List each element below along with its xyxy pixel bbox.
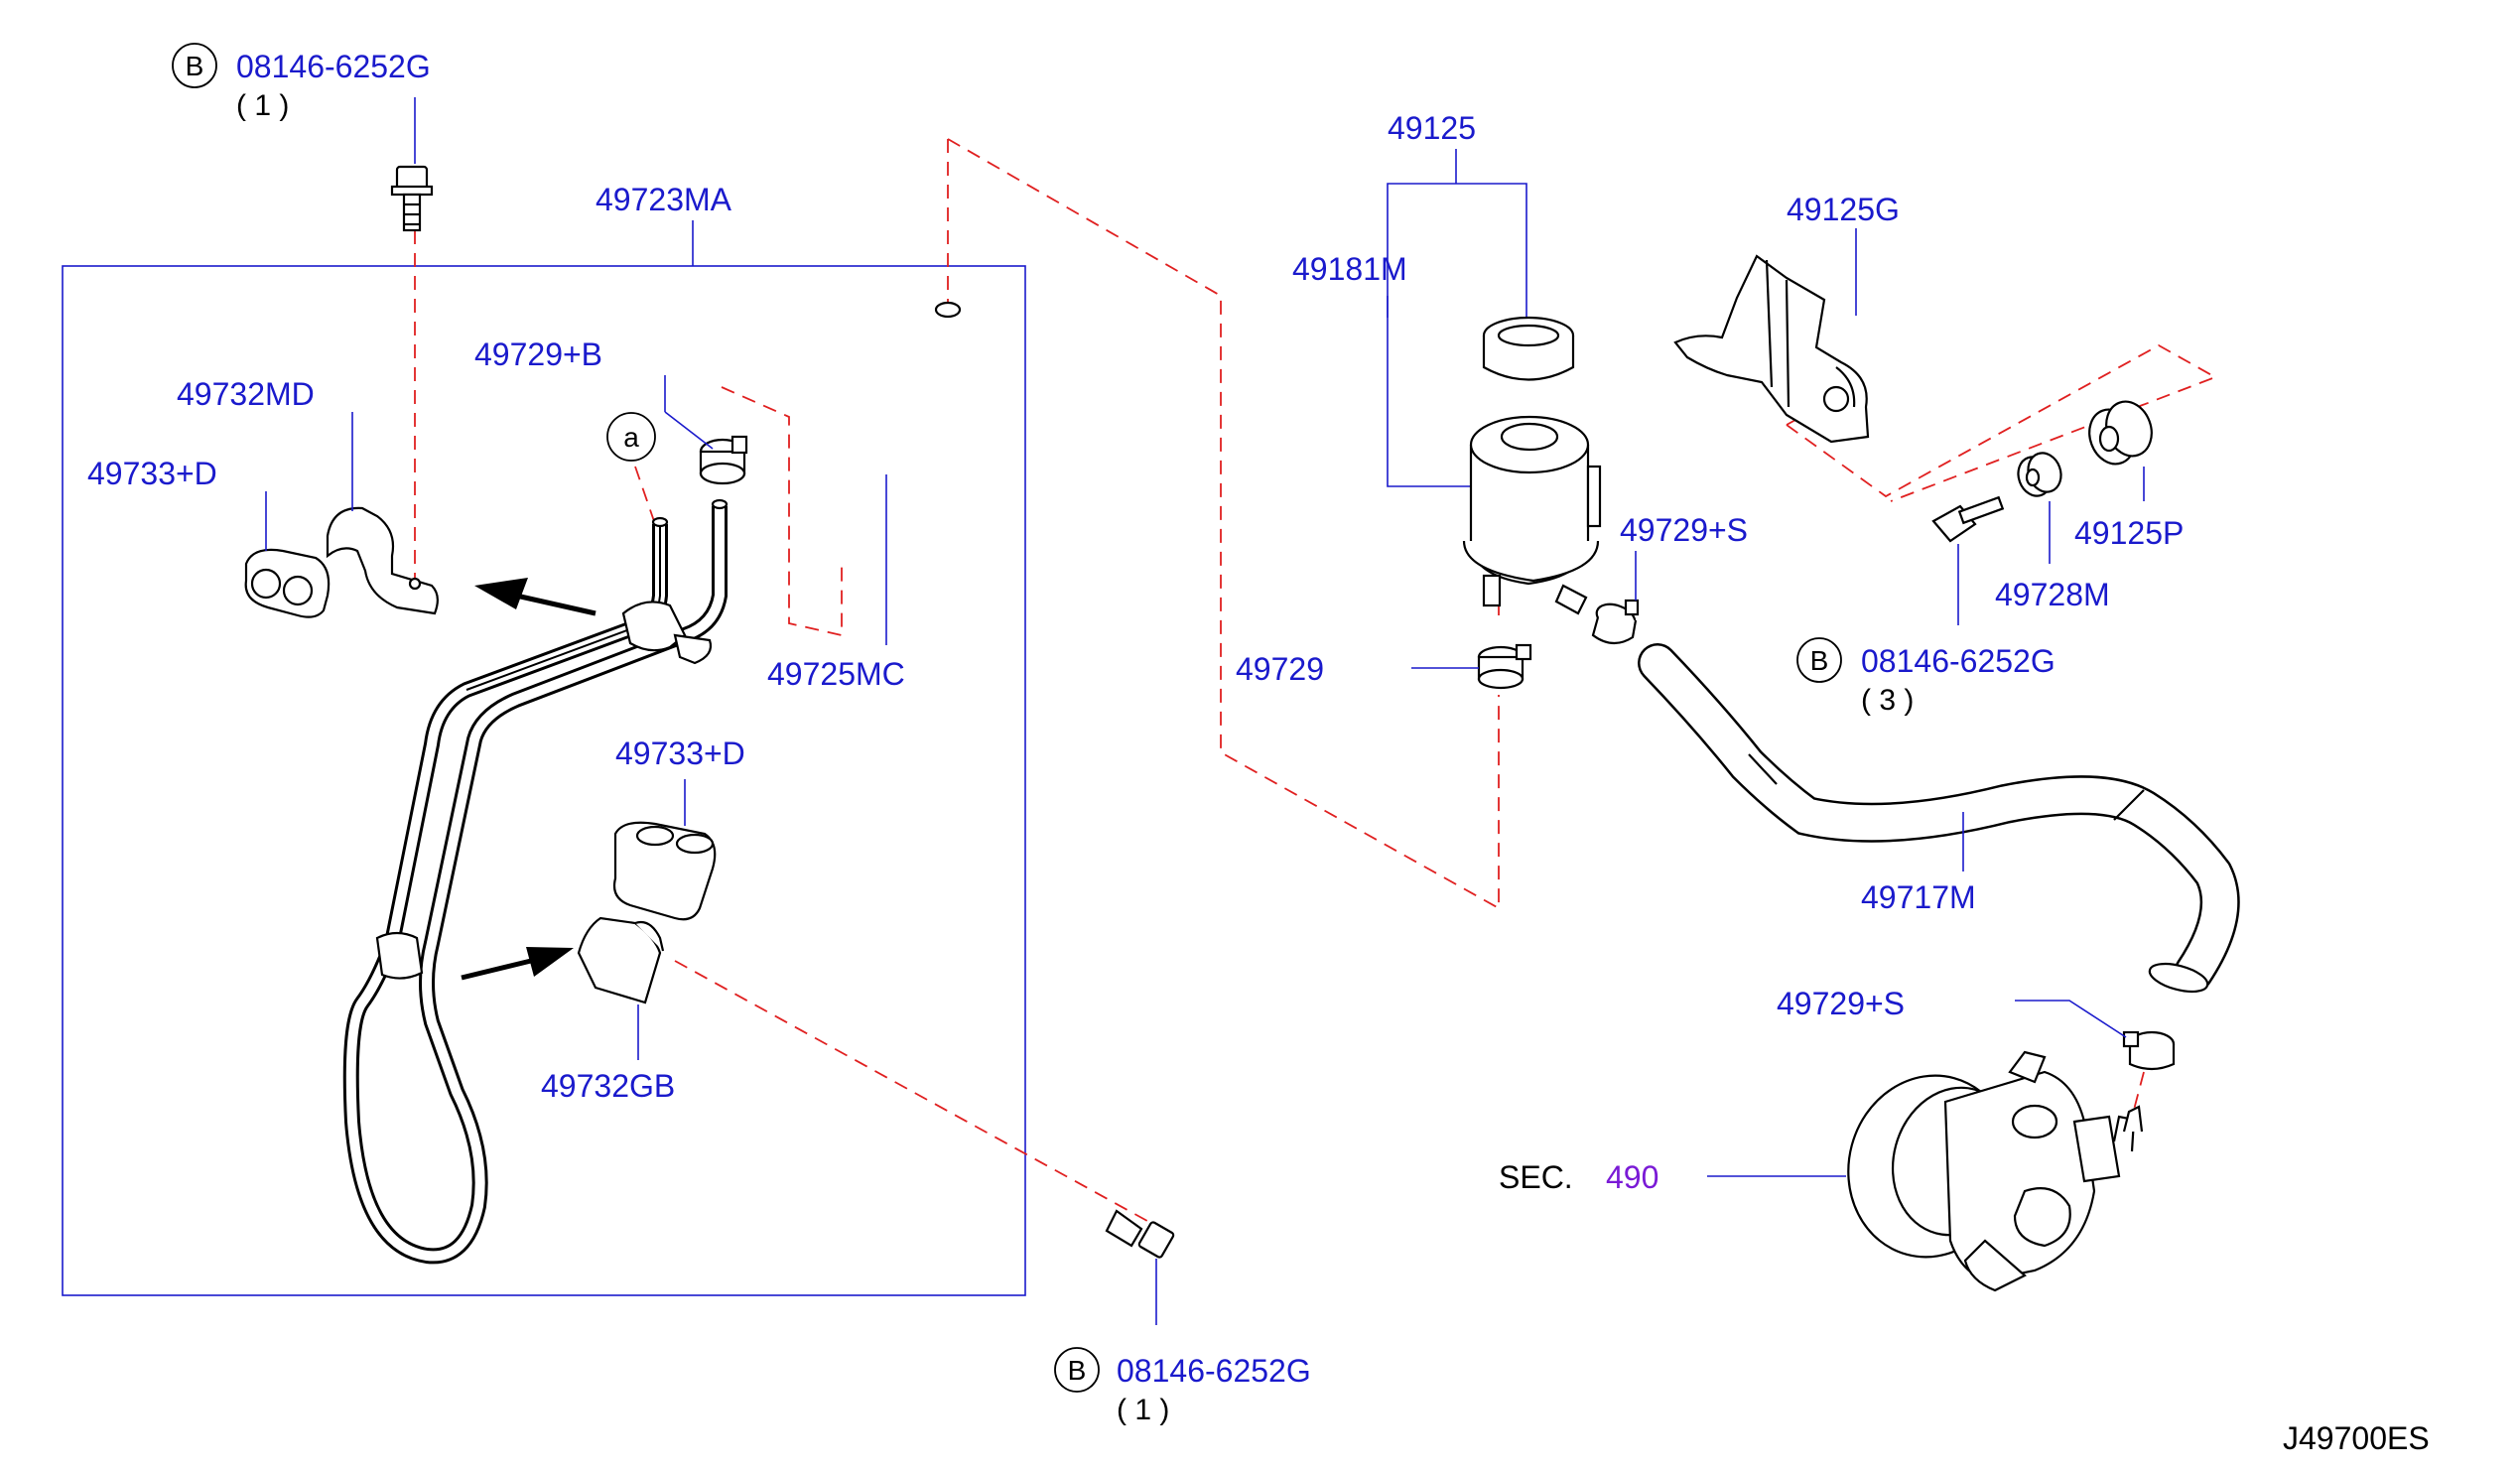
svg-text:a: a — [623, 422, 639, 453]
part-number-hose-mc: 49725MC — [767, 656, 905, 692]
part-number-bolt-top-left: 08146-6252G — [236, 49, 431, 84]
clamp-49729-b — [699, 435, 748, 485]
bolt-badge-right: B — [1796, 637, 1842, 683]
qty-bolt-top-left: ( 1 ) — [236, 89, 289, 122]
clamp-49729 — [1477, 643, 1532, 690]
part-number-reservoir: 49125 — [1388, 110, 1476, 146]
reference-circle-a: a — [606, 412, 656, 462]
part-number-bracket: 49125G — [1787, 192, 1900, 227]
arrow-lower — [461, 947, 574, 981]
svg-text:B: B — [186, 51, 204, 81]
clamp-49729-s-top — [1591, 599, 1640, 645]
part-number-cap: 49181M — [1292, 251, 1407, 287]
bolt-top-left — [390, 165, 434, 232]
part-number-insulator-bottom: 49733+D — [615, 736, 745, 771]
power-steering-pump — [1847, 1050, 2144, 1292]
suction-hose-49717m — [1638, 643, 2240, 994]
hose-49725mc — [839, 301, 962, 566]
clamp-49729-s-bottom — [2122, 1030, 2176, 1071]
section-number: 490 — [1606, 1159, 1658, 1195]
part-number-clamp-s-top: 49729+S — [1620, 512, 1748, 548]
insulator-bottom — [612, 821, 717, 921]
grommet-49125p — [2088, 400, 2153, 466]
steel-tube-assembly — [342, 498, 729, 1265]
part-number-clamp-b: 49729+B — [474, 336, 602, 372]
bracket-49125g — [1673, 254, 1870, 444]
reservoir-tank — [1462, 415, 1602, 615]
bolt-badge-top-left: B — [172, 43, 217, 88]
part-number-suction-hose: 49717M — [1861, 879, 1976, 915]
dashed-reference-lines — [414, 138, 2218, 1227]
part-number-clamp-s-bottom: 49729+S — [1777, 986, 1905, 1021]
part-number-grommet: 49125P — [2074, 515, 2184, 551]
part-number-bolt-bottom: 08146-6252G — [1117, 1353, 1311, 1389]
insulator-top — [244, 548, 331, 618]
part-number-bolt-right: 08146-6252G — [1861, 643, 2056, 679]
part-number-clamp-plain: 49729 — [1236, 651, 1324, 687]
svg-text:B: B — [1810, 645, 1829, 676]
tube-assembly-frame — [62, 265, 1026, 1296]
bolt-bottom — [1105, 1209, 1175, 1259]
part-number-clip-gb: 49732GB — [541, 1068, 675, 1104]
clip-49732md — [326, 506, 439, 615]
section-prefix: SEC. — [1499, 1159, 1573, 1195]
arrow-upper — [474, 578, 597, 616]
part-number-clip-md: 49732MD — [177, 376, 315, 412]
svg-text:B: B — [1068, 1355, 1087, 1386]
bolt-badge-bottom: B — [1054, 1347, 1100, 1393]
part-number-tube-assembly: 49723MA — [596, 182, 732, 217]
collar-49728m — [2017, 452, 2062, 497]
part-number-collar: 49728M — [1995, 577, 2110, 612]
qty-bolt-right: ( 3 ) — [1861, 684, 1914, 717]
leader-reservoir-bracket — [1387, 149, 1527, 487]
bolt-right — [1931, 495, 2005, 543]
diagram-code: J49700ES — [2283, 1420, 2430, 1456]
reservoir-cap — [1482, 316, 1575, 381]
part-number-insulator-top: 49733+D — [87, 456, 217, 491]
clip-49732gb — [577, 916, 665, 1004]
qty-bolt-bottom: ( 1 ) — [1117, 1394, 1169, 1426]
